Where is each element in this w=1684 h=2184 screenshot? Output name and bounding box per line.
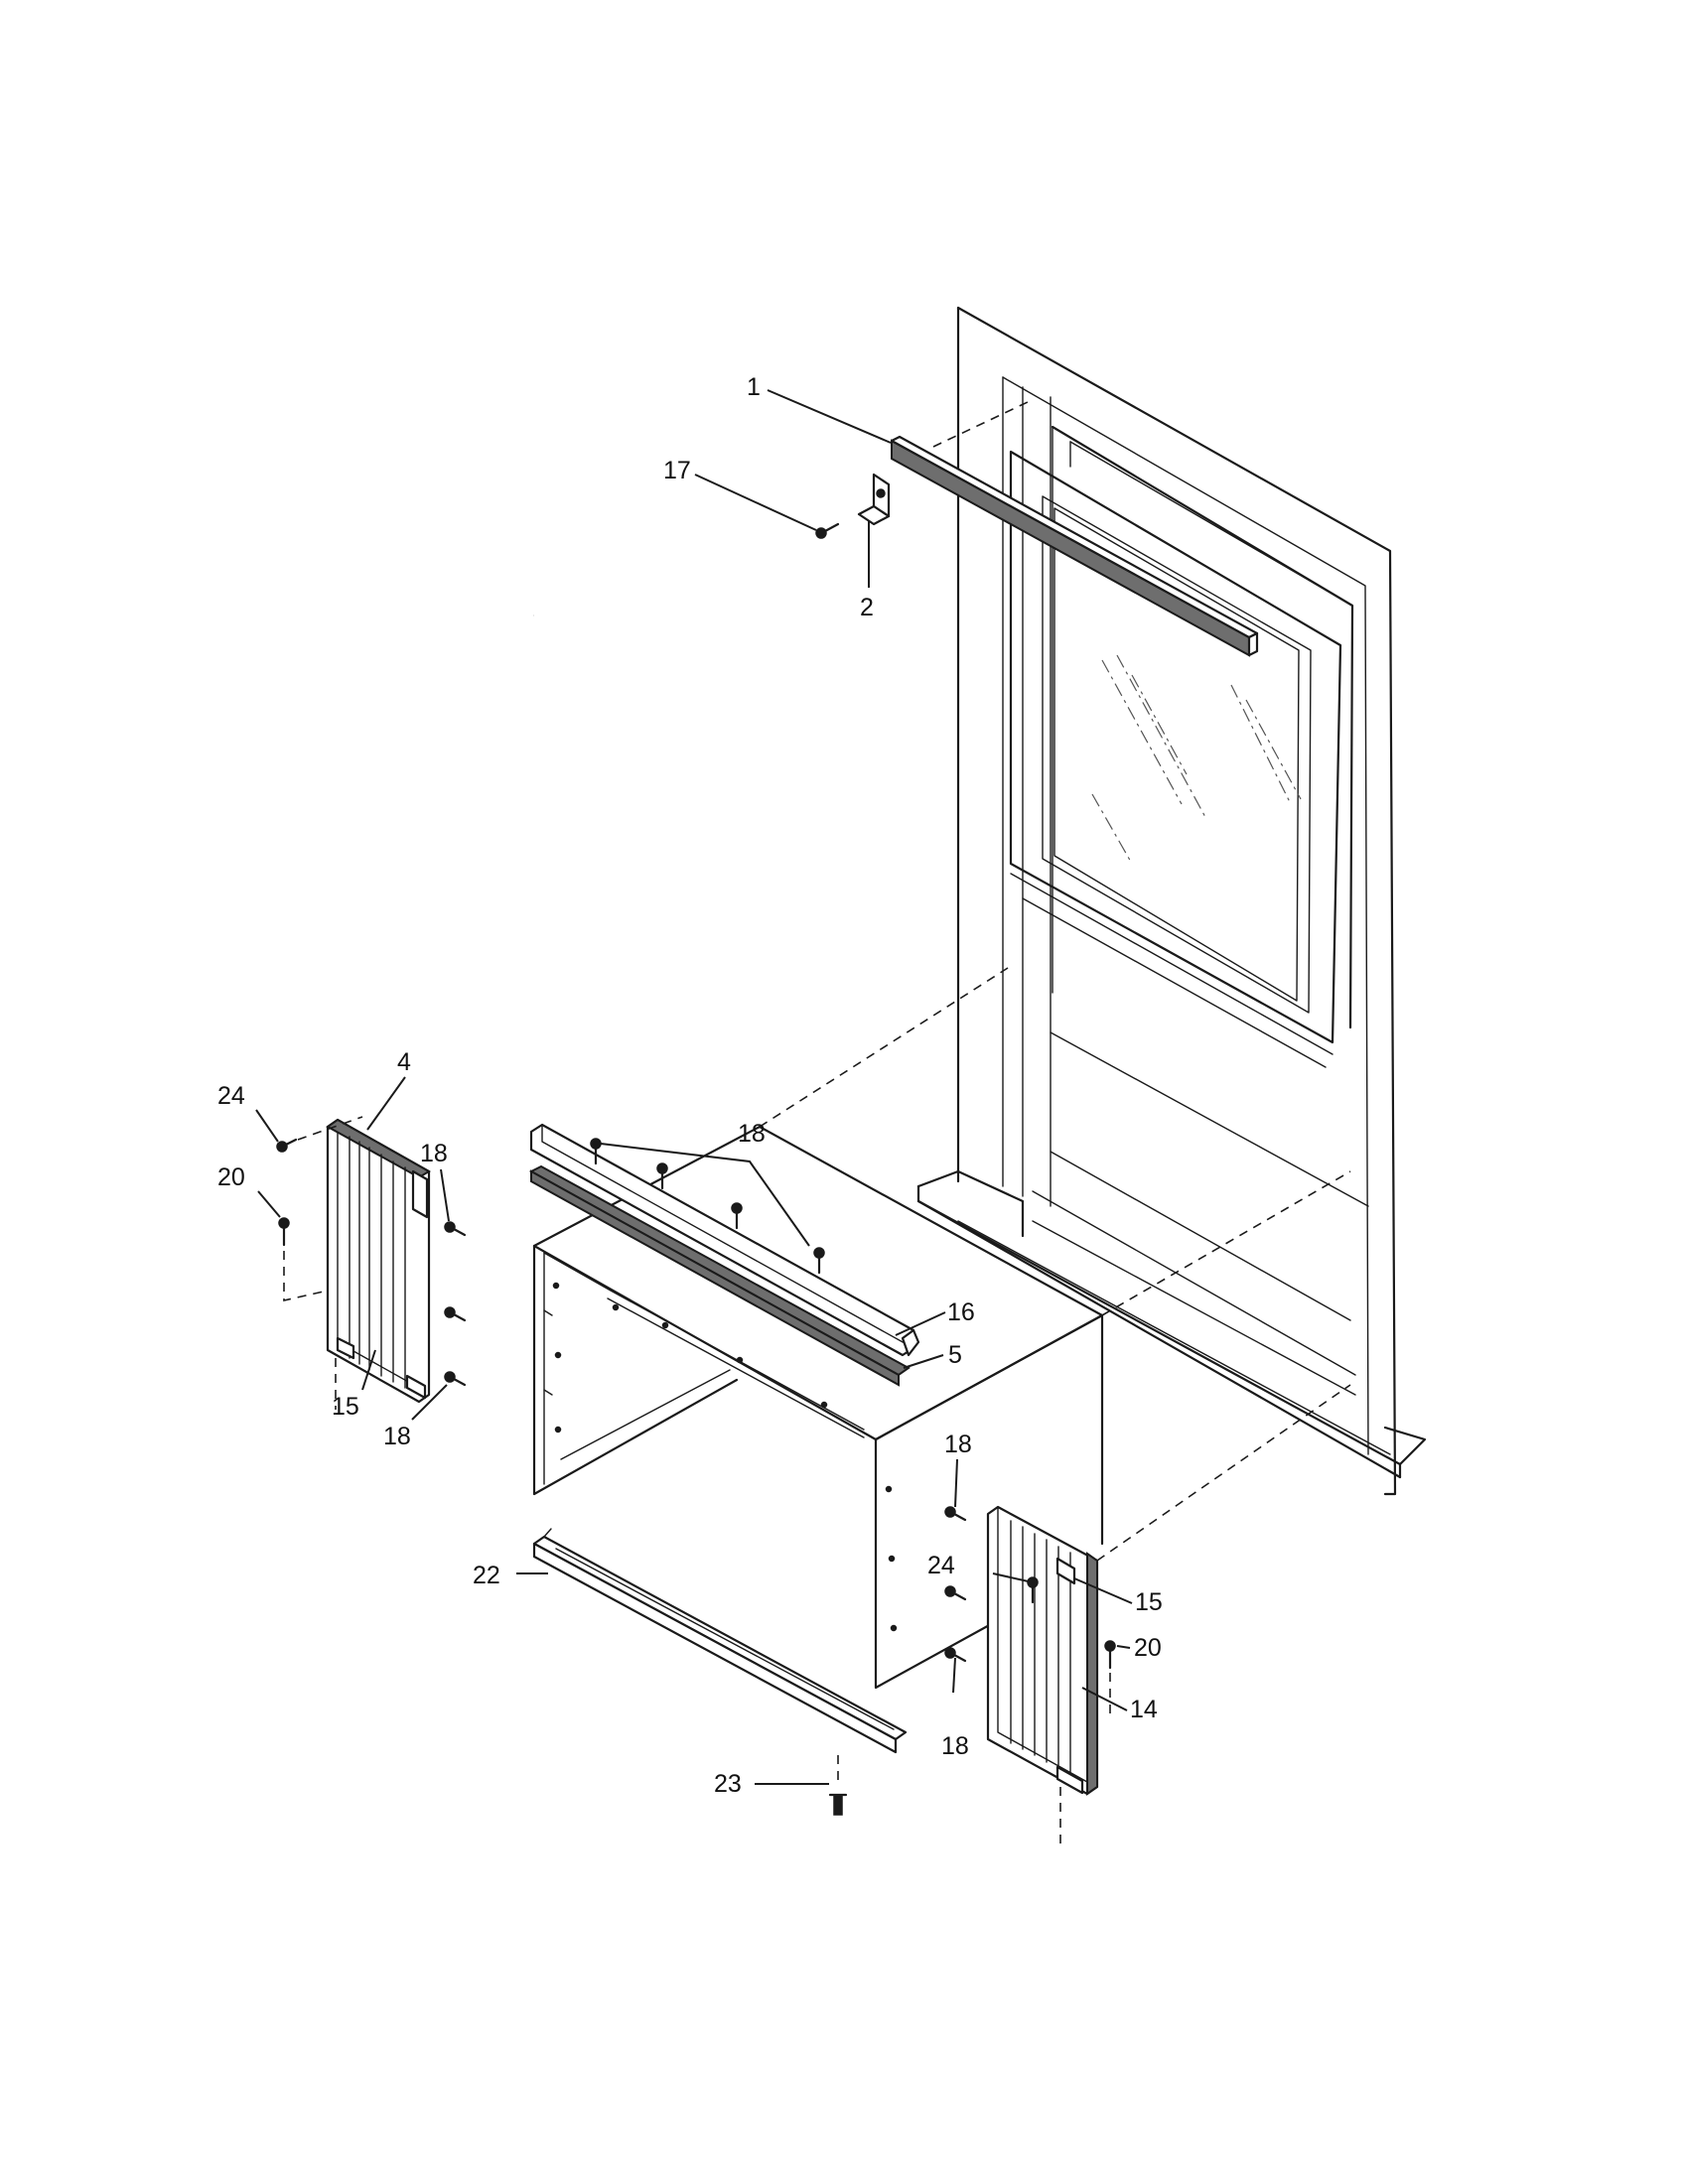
mounting-bracket <box>857 473 891 526</box>
top-channel-rail <box>529 1123 920 1357</box>
right-curtain-panel <box>986 1505 1099 1796</box>
callout-16: 16 <box>947 1298 975 1326</box>
upper-sash <box>1051 425 1354 1029</box>
leader-lines <box>255 389 1133 1785</box>
callouts: 1 17 2 4 24 20 18 18 16 5 15 18 18 24 15… <box>217 373 1163 1798</box>
callout-24-left: 24 <box>217 1082 245 1110</box>
screw-17 <box>815 522 840 539</box>
callout-20-right: 20 <box>1134 1634 1162 1662</box>
callout-17: 17 <box>663 457 691 484</box>
callout-18-rail: 18 <box>738 1120 766 1148</box>
screws <box>276 1138 1116 1670</box>
callout-20-left: 20 <box>217 1163 245 1191</box>
callout-15-right: 15 <box>1135 1588 1163 1616</box>
callout-18-left-bottom: 18 <box>383 1423 411 1450</box>
callout-4: 4 <box>397 1048 411 1076</box>
left-curtain-panel <box>326 1118 431 1404</box>
callout-24-right: 24 <box>927 1552 955 1579</box>
screw-23 <box>828 1793 848 1816</box>
cabinet-sleeve <box>532 1125 1104 1690</box>
callout-18-right-bottom: 18 <box>941 1732 969 1760</box>
rail-foam-seal <box>528 1164 911 1387</box>
alignment-lines <box>283 401 1351 1846</box>
window-sill <box>916 1169 1427 1479</box>
callout-18-left-top: 18 <box>420 1140 448 1167</box>
bottom-channel-rail <box>532 1528 908 1754</box>
callout-2: 2 <box>860 594 874 621</box>
callout-14: 14 <box>1130 1696 1158 1723</box>
top-foam-seal <box>890 435 1259 657</box>
lower-sash <box>1009 450 1342 1068</box>
callout-18-right-top: 18 <box>944 1431 972 1458</box>
callout-15-left: 15 <box>332 1393 359 1421</box>
window-opening <box>1032 1031 1369 1396</box>
callout-22: 22 <box>473 1562 500 1589</box>
callout-5: 5 <box>948 1341 962 1369</box>
callout-1: 1 <box>747 373 761 401</box>
window-frame <box>956 306 1397 1496</box>
callout-23: 23 <box>714 1770 742 1798</box>
